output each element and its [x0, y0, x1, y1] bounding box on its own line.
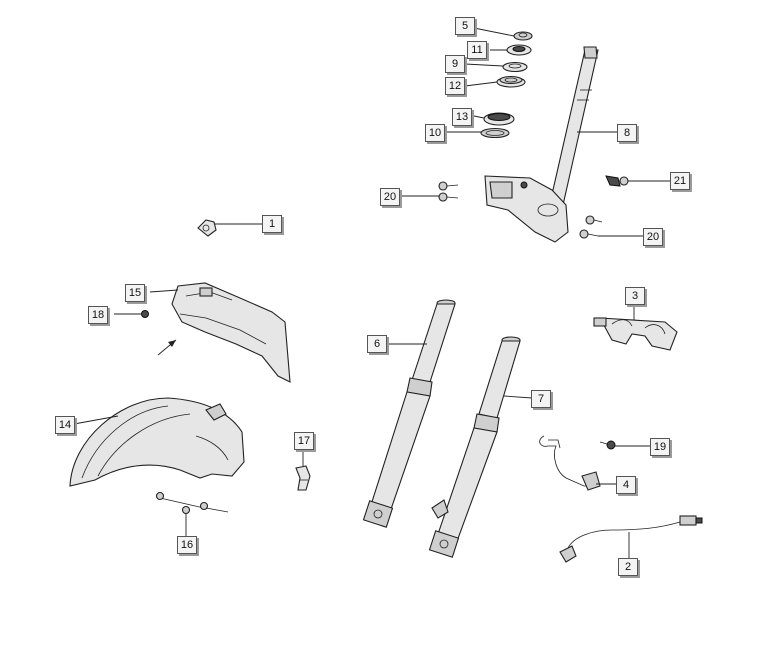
callout-18: 18	[88, 306, 108, 324]
part-13-bearing-lower	[483, 112, 515, 126]
callout-11: 11	[467, 41, 487, 59]
part-6-fork-leg-left	[362, 299, 456, 528]
part-3-cable-clamp	[593, 317, 678, 351]
part-2-sensor-cable	[559, 515, 703, 563]
callout-1: 1	[262, 215, 282, 233]
part-18-screw	[141, 310, 149, 318]
callout-5: 5	[455, 17, 475, 35]
callout-2: 2	[618, 558, 638, 576]
callout-21: 21	[670, 172, 690, 190]
callout-4: 4	[616, 476, 636, 494]
callout-16: 16	[177, 536, 197, 554]
part-10-seal	[480, 127, 510, 139]
callout-13: 13	[452, 108, 472, 126]
part-16-bracket	[155, 491, 229, 515]
callout-19: 19	[650, 438, 670, 456]
part-4-hose-guide	[539, 435, 601, 491]
leader-13	[473, 115, 485, 119]
callout-8: 8	[617, 124, 637, 142]
part-1-clip	[197, 219, 217, 237]
part-19-screw	[599, 440, 616, 450]
leader-14	[73, 415, 119, 425]
callout-12: 12	[445, 77, 465, 95]
part-21-screw	[605, 175, 629, 187]
callout-17: 17	[294, 432, 314, 450]
part-5-nut	[513, 31, 533, 41]
part-17-clip	[295, 465, 311, 491]
callout-20-lower: 20	[643, 228, 663, 246]
leader-12	[464, 81, 498, 87]
part-7-fork-leg-right	[428, 336, 521, 558]
callout-3: 3	[625, 287, 645, 305]
part-11-bearing-cone	[506, 44, 532, 56]
callout-20-upper: 20	[380, 188, 400, 206]
part-20-bolt-b	[579, 215, 603, 239]
callout-10: 10	[425, 124, 445, 142]
leader-5	[473, 27, 515, 37]
part-15-inner-fender	[171, 282, 291, 383]
leader-15	[149, 289, 179, 293]
callout-7: 7	[531, 390, 551, 408]
part-8-steering-stem	[484, 46, 599, 243]
callout-15: 15	[125, 284, 145, 302]
leader-9	[464, 63, 504, 67]
callout-9: 9	[445, 55, 465, 73]
callout-6: 6	[367, 335, 387, 353]
leader-7	[503, 395, 533, 399]
callout-14: 14	[55, 416, 75, 434]
arrow-head	[168, 340, 176, 347]
part-9-race	[502, 61, 528, 73]
part-20-bolt-a	[438, 181, 459, 202]
part-12-bearing	[496, 75, 526, 88]
part-14-front-fender	[69, 397, 245, 487]
